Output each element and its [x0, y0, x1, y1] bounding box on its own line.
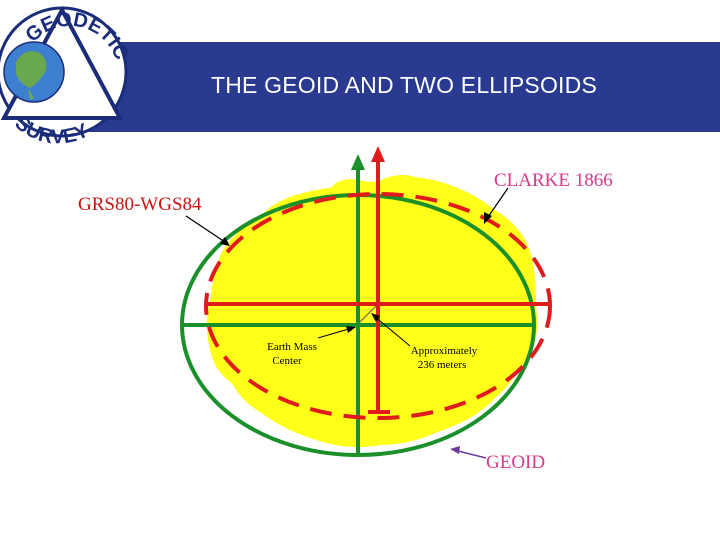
center-offset-line — [359, 305, 377, 323]
geoid-pointer — [453, 449, 487, 459]
slide-title: THE GEOID AND TWO ELLIPSOIDS — [210, 72, 598, 98]
earth-mass-label-line2: Center — [272, 355, 302, 367]
clarke-pointer-head — [484, 212, 492, 224]
approx-label-line2: 236 meters — [418, 359, 467, 371]
header-band — [88, 42, 720, 132]
clarke-pointer — [485, 187, 509, 221]
earth-mass-label-line1: Earth Mass — [267, 341, 317, 353]
approx-pointer-head — [371, 313, 380, 322]
clarke-label: CLARKE 1866 — [494, 170, 613, 191]
grs80-axis-arrow — [351, 154, 365, 170]
grs80-label: GRS80-WGS84 — [78, 194, 202, 215]
approx-pointer — [373, 315, 411, 347]
clarke-axis-arrow — [371, 146, 385, 162]
approx-label-line1: Approximately — [411, 345, 478, 357]
earth-mass-pointer-head — [346, 326, 356, 333]
geoid-label: GEOID — [486, 452, 545, 473]
grs80-pointer — [185, 215, 229, 245]
geodetic-survey-logo: GEODETIC SURVEY — [0, 5, 130, 148]
geoid-pointer-head — [450, 446, 460, 454]
earth-mass-pointer — [317, 327, 353, 339]
grs80-pointer-head — [220, 237, 230, 246]
